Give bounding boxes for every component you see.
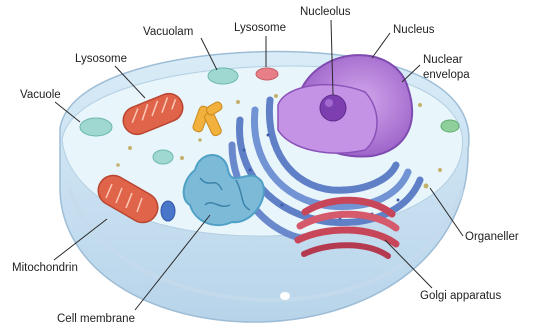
label-vacuolam: Vacuolam [143, 26, 193, 38]
label-vacuole: Vacuole [20, 89, 61, 101]
vacuole-left [80, 118, 112, 136]
label-nucleolus: Nucleolus [300, 6, 351, 18]
label-nucleus: Nucleus [393, 24, 435, 36]
membrane-highlight [280, 292, 290, 300]
label-cell-membrane: Cell membrane [57, 313, 135, 325]
lysosome [256, 68, 278, 80]
vacuole-top [208, 68, 238, 84]
label-lysosome-top: Lysosome [234, 22, 286, 34]
nucleolus-highlight [325, 99, 333, 107]
label-mitochondrin: Mitochondrin [12, 262, 78, 274]
label-organeller: Organeller [465, 231, 519, 243]
label-golgi-apparatus: Golgi apparatus [420, 290, 501, 302]
label-nuclear-envelope-line1: Nuclear [423, 54, 463, 66]
vacuole-small [153, 150, 173, 164]
nucleolus [320, 95, 346, 121]
vacuole-right [441, 120, 459, 132]
vesicle [161, 201, 175, 221]
label-lysosome-left: Lysosome [75, 53, 127, 65]
leader-nucleus [372, 33, 390, 58]
label-nuclear-envelope-line2: envelopa [423, 69, 470, 81]
